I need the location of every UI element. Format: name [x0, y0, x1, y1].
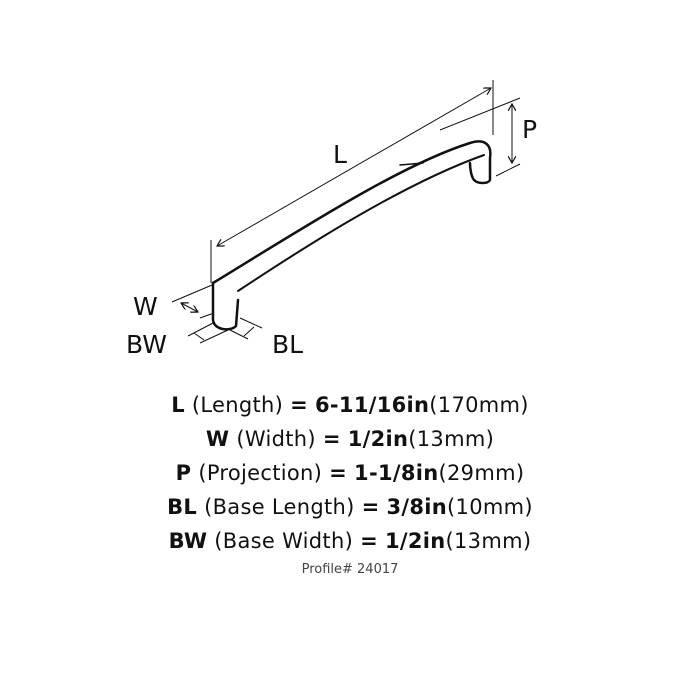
width-dimension-arrow [181, 303, 198, 312]
label-L: L [333, 140, 347, 169]
length-dimension-arrow [217, 88, 491, 246]
spec-name: (Width) [236, 427, 316, 451]
spec-eq: = [322, 427, 341, 451]
dimension-lines [171, 80, 521, 344]
spec-name: (Base Width) [214, 529, 354, 553]
spec-eq: = [290, 393, 309, 417]
spec-mm: (13mm) [445, 529, 532, 553]
spec-key: P [175, 461, 192, 485]
spec-base-length: BL (Base Length) = 3/8in(10mm) [0, 490, 700, 524]
specifications-list: L (Length) = 6-11/16in(170mm) W (Width) … [0, 388, 700, 577]
spec-name: (Base Length) [204, 495, 355, 519]
label-BW: BW [126, 330, 167, 359]
spec-inch: 6-11/16in [315, 393, 430, 417]
spec-width: W (Width) = 1/2in(13mm) [0, 422, 700, 456]
spec-name: (Length) [191, 393, 284, 417]
spec-mm: (170mm) [429, 393, 529, 417]
spec-inch: 1/2in [384, 529, 446, 553]
label-W: W [133, 292, 158, 321]
spec-key: BL [167, 495, 198, 519]
spec-mm: (13mm) [408, 427, 495, 451]
label-BL: BL [272, 330, 303, 359]
spec-base-width: BW (Base Width) = 1/2in(13mm) [0, 524, 700, 558]
base-width-dimension-arrow [193, 332, 205, 341]
pull-handle-outline [211, 140, 492, 331]
spec-inch: 3/8in [386, 495, 448, 519]
label-P: P [522, 115, 537, 144]
profile-number: Profile# 24017 [301, 562, 399, 577]
spec-inch: 1/2in [347, 427, 409, 451]
spec-length: L (Length) = 6-11/16in(170mm) [0, 388, 700, 422]
spec-inch: 1-1/8in [354, 461, 439, 485]
spec-key: BW [168, 529, 208, 553]
spec-mm: (10mm) [447, 495, 533, 519]
spec-projection: P (Projection) = 1-1/8in(29mm) [0, 456, 700, 490]
spec-key: L [171, 393, 185, 417]
spec-eq: = [361, 495, 380, 519]
spec-mm: (29mm) [438, 461, 525, 485]
spec-name: (Projection) [198, 461, 323, 485]
base-length-dimension-arrow [243, 326, 255, 337]
spec-key: W [205, 427, 230, 451]
spec-eq: = [329, 461, 348, 485]
spec-eq: = [360, 529, 378, 553]
